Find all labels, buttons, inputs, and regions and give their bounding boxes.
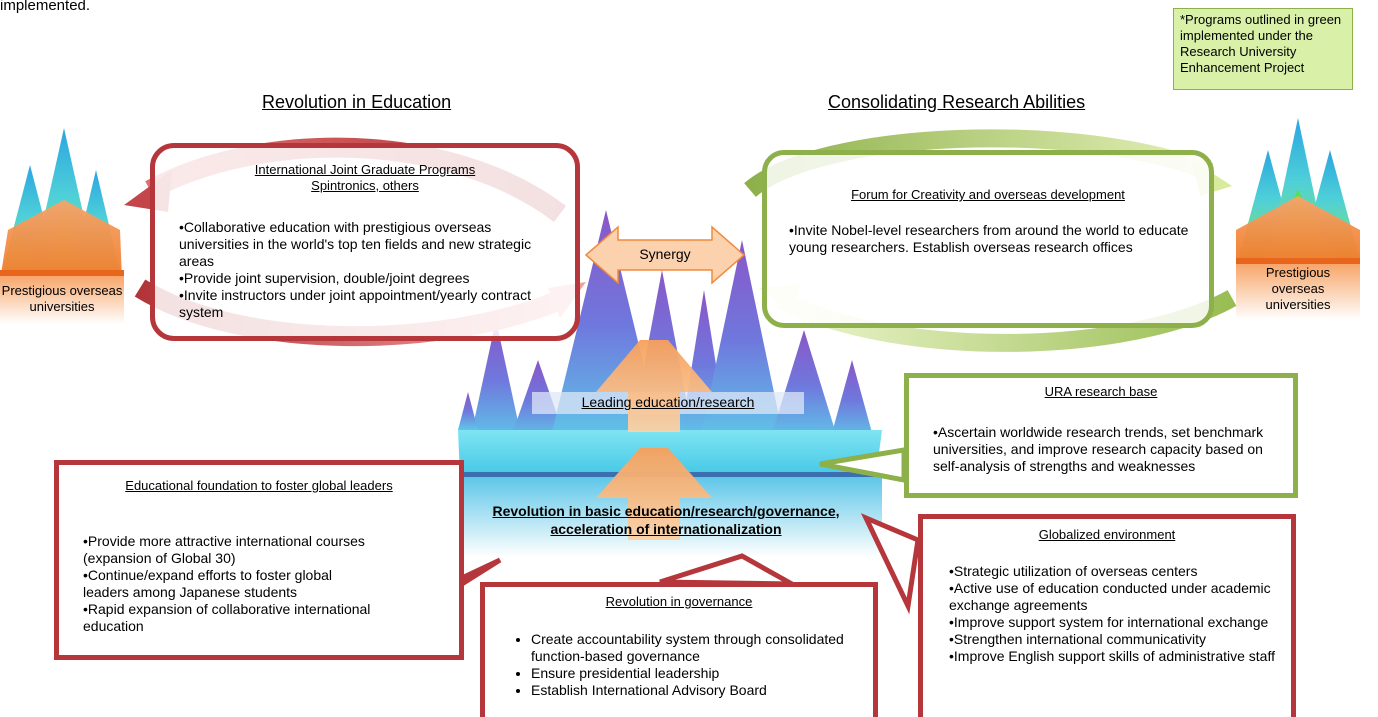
synergy-label: Synergy xyxy=(639,246,691,262)
governance-box: Revolution in governance Create accounta… xyxy=(480,582,878,717)
list-item: •Active use of education conducted under… xyxy=(949,580,1271,613)
left-university-label: Prestigious overseas universities xyxy=(1,283,123,314)
educational-foundation-list: •Provide more attractive international c… xyxy=(83,533,373,635)
heading-research: Consolidating Research Abilities xyxy=(828,92,1086,112)
forum-text: •Invite Nobel-level researchers from aro… xyxy=(789,222,1189,255)
globalized-title: Globalized environment xyxy=(1038,527,1176,542)
joint-programs-title-line2: Spintronics, others xyxy=(311,178,419,193)
ura-text: •Ascertain worldwide research trends, se… xyxy=(933,424,1264,474)
list-item: •Continue/expand efforts to foster globa… xyxy=(83,567,333,600)
list-item: Establish International Advisory Board xyxy=(531,682,861,699)
list-item: •Collaborative education with prestigiou… xyxy=(179,219,532,269)
list-item: •Improve English support skills of admin… xyxy=(949,648,1275,664)
governance-list: Create accountability system through con… xyxy=(513,631,861,699)
list-item: Ensure presidential leadership xyxy=(531,665,861,682)
list-item: •Provide joint supervision, double/joint… xyxy=(179,270,470,286)
ura-title: URA research base xyxy=(1044,384,1158,399)
right-university-label: Prestigious overseas universities xyxy=(1265,265,1331,312)
list-item: •Provide more attractive international c… xyxy=(83,533,365,566)
list-item: •Rapid expansion of collaborative intern… xyxy=(83,601,371,634)
upward-arrow-icon xyxy=(596,340,712,540)
note-box: *Programs outlined in green implemented … xyxy=(1173,8,1353,90)
list-item: •Strategic utilization of overseas cente… xyxy=(949,563,1198,579)
globalized-list: •Strategic utilization of overseas cente… xyxy=(949,563,1279,665)
educational-foundation-title: Educational foundation to foster global … xyxy=(125,478,393,493)
globalized-box: Globalized environment •Strategic utiliz… xyxy=(918,514,1296,717)
left-university-peaks-icon xyxy=(0,128,124,324)
governance-title: Revolution in governance xyxy=(605,594,753,609)
revolution-label: Revolution in basic education/research/g… xyxy=(492,503,840,537)
synergy-double-arrow-icon xyxy=(584,225,746,285)
list-item: •Improve support system for internationa… xyxy=(949,614,1269,630)
joint-programs-list: •Collaborative education with prestigiou… xyxy=(179,219,561,321)
heading-education: Revolution in Education xyxy=(262,92,452,112)
list-item: •Invite instructors under joint appointm… xyxy=(179,287,531,320)
forum-box: Forum for Creativity and overseas develo… xyxy=(762,150,1214,328)
right-university-peaks-icon xyxy=(1236,118,1360,320)
forum-title: Forum for Creativity and overseas develo… xyxy=(851,187,1125,202)
list-item: •Strengthen international communicativit… xyxy=(949,631,1207,647)
educational-foundation-box: Educational foundation to foster global … xyxy=(54,460,464,660)
joint-programs-box: International Joint Graduate Programs Sp… xyxy=(150,143,580,341)
note-text: *Programs outlined in green implemented … xyxy=(1180,12,1342,75)
joint-programs-title: International Joint Graduate Programs Sp… xyxy=(155,162,575,194)
list-item: Create accountability system through con… xyxy=(531,631,861,665)
header-fragment: implemented. xyxy=(0,0,91,14)
leading-label: Leading education/research xyxy=(581,394,755,410)
ura-box: URA research base •Ascertain worldwide r… xyxy=(904,373,1298,498)
joint-programs-title-line1: International Joint Graduate Programs xyxy=(254,162,476,177)
